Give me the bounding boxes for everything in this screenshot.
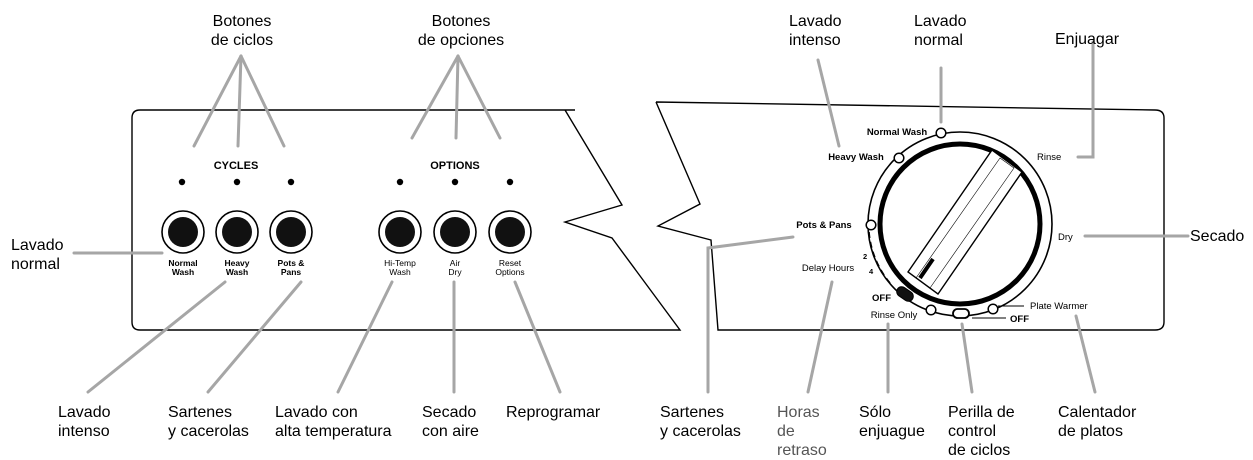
off-right-marker bbox=[952, 308, 970, 319]
callout-lavado-alta-temp: Lavado con alta temperatura bbox=[275, 404, 392, 440]
callout-enjuagar: Enjuagar bbox=[1055, 31, 1120, 48]
normal-wash-button[interactable] bbox=[161, 210, 205, 254]
pots-pans-text: Pots & Pans bbox=[796, 220, 851, 231]
normal-wash-text: Normal Wash bbox=[867, 127, 928, 138]
rinse-text: Rinse bbox=[1037, 152, 1061, 163]
reset-options-label-1: Reset bbox=[499, 258, 522, 268]
pots-pans-label-1: Pots & bbox=[278, 258, 305, 268]
air-dry-label-2: Dry bbox=[448, 267, 462, 277]
callout-perilla: Perilla de control de ciclos bbox=[948, 404, 1015, 459]
dry-text: Dry bbox=[1058, 232, 1073, 243]
callout-secado-aire: Secado con aire bbox=[422, 404, 479, 440]
callout-botones-opciones: Botones de opciones bbox=[417, 13, 505, 49]
off-right-text: OFF bbox=[1010, 314, 1029, 325]
hi-temp-wash-button[interactable] bbox=[378, 210, 422, 254]
normal-wash-label-1: Normal bbox=[168, 258, 197, 268]
air-dry-label-1: Air bbox=[450, 258, 461, 268]
pots-pans-button[interactable] bbox=[269, 210, 313, 254]
heavy-wash-button[interactable] bbox=[215, 210, 259, 254]
rinse-only-text: Rinse Only bbox=[871, 310, 918, 321]
callout-lines bbox=[72, 40, 1190, 394]
callout-lavado-intenso-bottom: Lavado intenso bbox=[58, 404, 111, 440]
callout-lavado-normal-top: Lavado normal bbox=[914, 13, 967, 49]
knob-position-markers bbox=[865, 127, 999, 316]
delay-2-text: 2 bbox=[863, 252, 867, 261]
callout-sartenes-right: Sartenes y cacerolas bbox=[660, 404, 741, 440]
callout-solo-enjuague: Sólo enjuague bbox=[859, 404, 925, 440]
right-panel-outline bbox=[655, 101, 1165, 331]
left-panel-outline bbox=[131, 109, 682, 331]
cycle-control-knob[interactable] bbox=[867, 131, 1053, 317]
callout-lavado-normal-left: Lavado normal bbox=[11, 237, 64, 273]
air-dry-button[interactable] bbox=[433, 210, 477, 254]
heavy-wash-label-1: Heavy bbox=[224, 258, 249, 268]
callout-secado: Secado bbox=[1190, 228, 1245, 245]
delay-hours-text: Delay Hours bbox=[802, 263, 855, 274]
callout-calentador: Calentador de platos bbox=[1058, 404, 1137, 440]
delay-4-text: 4 bbox=[869, 267, 874, 276]
indicator-lights bbox=[178, 178, 514, 186]
heavy-wash-text: Heavy Wash bbox=[828, 152, 884, 163]
hi-temp-label-2: Wash bbox=[389, 267, 411, 277]
cycles-title: CYCLES bbox=[214, 160, 259, 172]
pots-pans-label-2: Pans bbox=[281, 267, 302, 277]
callout-reprogramar: Reprogramar bbox=[506, 404, 601, 421]
normal-wash-label-2: Wash bbox=[172, 267, 194, 277]
plate-warmer-text: Plate Warmer bbox=[1030, 301, 1088, 312]
callout-horas-retraso: Horas de retraso bbox=[777, 404, 827, 459]
callout-sartenes-left: Sartenes y cacerolas bbox=[168, 404, 249, 440]
hi-temp-label-1: Hi-Temp bbox=[384, 258, 416, 268]
callout-botones-ciclos: Botones de ciclos bbox=[210, 13, 274, 49]
options-title: OPTIONS bbox=[430, 160, 480, 172]
off-left-marker bbox=[896, 286, 914, 302]
delay-hours-arc bbox=[868, 231, 891, 284]
callout-lavado-intenso-top: Lavado intenso bbox=[789, 13, 842, 49]
reset-options-button[interactable] bbox=[488, 210, 532, 254]
heavy-wash-label-2: Wash bbox=[226, 267, 248, 277]
reset-options-label-2: Options bbox=[495, 267, 524, 277]
off-left-text: OFF bbox=[872, 293, 891, 304]
